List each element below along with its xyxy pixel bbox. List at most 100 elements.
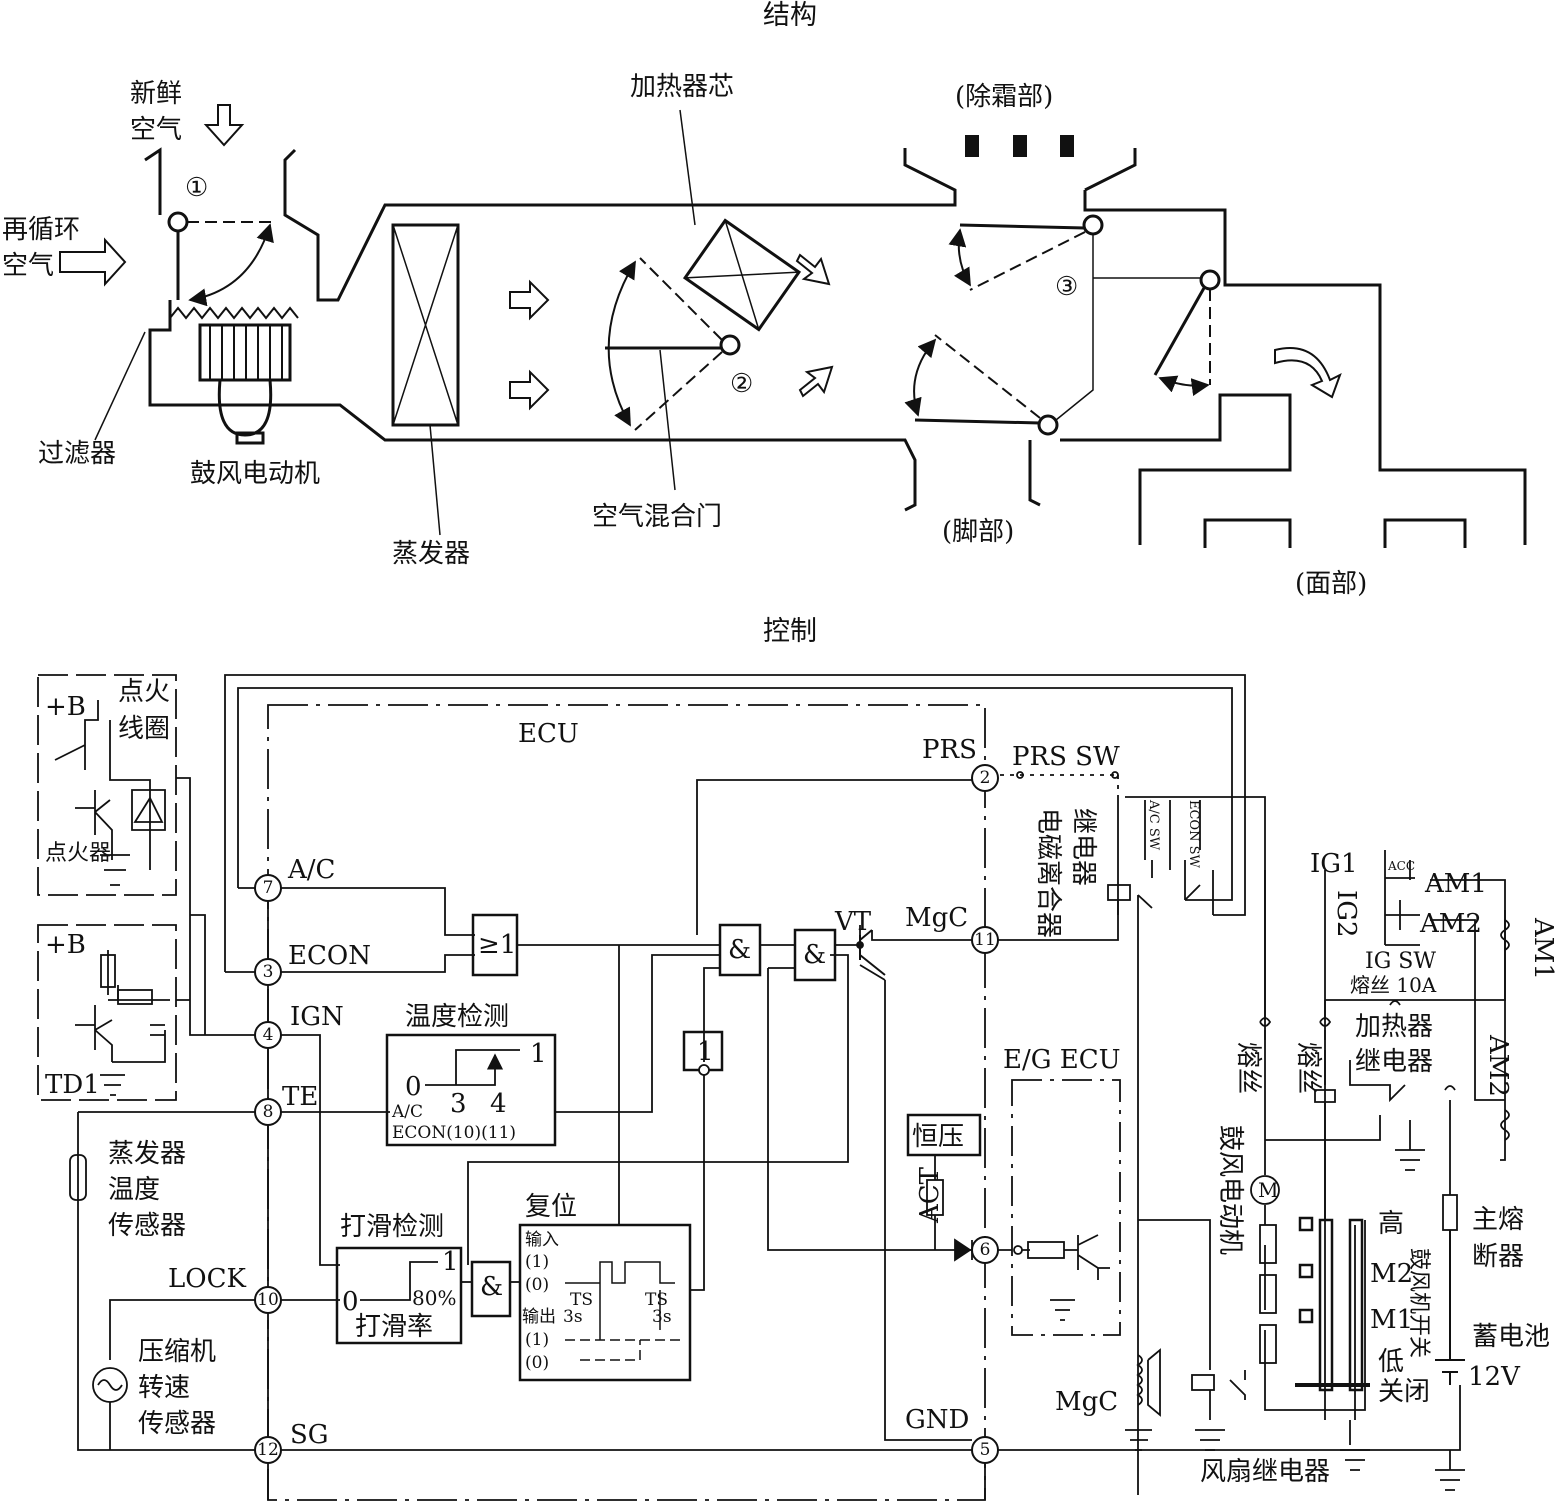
- pin-6: [971, 1236, 999, 1264]
- clutch-relay-label-1: 电磁离合器: [1033, 808, 1063, 938]
- temp-detect-econ: ECON(10)(11): [392, 1123, 516, 1143]
- pin-12: [254, 1436, 282, 1464]
- fan-relay-label: 风扇继电器: [1200, 1457, 1330, 1487]
- evap-sensor-label-1: 蒸发器: [108, 1139, 186, 1169]
- pin-11-number: 11: [974, 930, 996, 950]
- blower-motor-ctrl-label: 鼓风电动机: [1215, 1125, 1245, 1255]
- reset-ts-1: TS: [570, 1290, 593, 1310]
- ig-sw-label: IG SW: [1365, 949, 1436, 974]
- mgc-coil-label: MgC: [1055, 1387, 1118, 1417]
- reset-in1: (1): [525, 1252, 549, 1272]
- evap-sensor-label-2: 温度: [108, 1175, 160, 1205]
- doors-and-flow: [59, 104, 1342, 536]
- comp-sensor-label-3: 传感器: [138, 1409, 216, 1439]
- ign-label: IGN: [290, 1002, 344, 1032]
- temp-detect-zero: 0: [405, 1072, 422, 1102]
- const-voltage-label: 恒压: [912, 1122, 964, 1152]
- evaporator-label: 蒸发器: [392, 539, 470, 569]
- door-2-number: ②: [730, 369, 753, 399]
- pin-8: [254, 1098, 282, 1126]
- reset-box: [518, 1223, 692, 1382]
- defrost-right-wall: [1084, 148, 1137, 192]
- defrost-label: (除霜部): [955, 82, 1053, 112]
- and-gate-1-label: &: [728, 935, 751, 965]
- face-outlet-2: [1383, 518, 1467, 548]
- ignition-coil-label-1: 点火: [118, 677, 170, 707]
- defrost-vent-2: [1013, 135, 1027, 157]
- slip-detect-zero: 0: [342, 1287, 359, 1317]
- gnd-label: GND: [905, 1405, 969, 1435]
- face-label: (面部): [1295, 569, 1367, 599]
- fuse-b-label: 熔丝: [1293, 1042, 1323, 1094]
- econ-sw-label: ECON SW: [1186, 800, 1201, 869]
- reset-in0: (0): [525, 1275, 549, 1295]
- am1-fuse-label: AM1: [1528, 917, 1558, 980]
- fan-relay-coil: [1191, 1374, 1215, 1391]
- or-gate: [471, 913, 519, 977]
- pin-7-number: 7: [263, 878, 274, 898]
- pin-11: [971, 926, 999, 954]
- td1-plus-b: +B: [45, 930, 86, 960]
- ignition-plus-b: +B: [45, 692, 86, 722]
- fresh-air-label-2: 空气: [130, 115, 182, 145]
- main-fuse: [1442, 1194, 1458, 1231]
- reset-output: 输出: [522, 1307, 556, 1327]
- act-resistor: [926, 1179, 944, 1216]
- blower-motor-body: [217, 379, 273, 437]
- foot-label: (脚部): [942, 517, 1014, 547]
- clutch-relay-label-2: 继电器: [1068, 808, 1098, 886]
- fresh-air-label-1: 新鲜: [130, 79, 182, 109]
- defrost-vent-1: [965, 135, 979, 157]
- ecu-pins: [254, 764, 999, 1464]
- temp-detect-box: [385, 1033, 557, 1147]
- door-3a-pivot: [1082, 214, 1104, 236]
- prs-sw-label: PRS SW: [1012, 742, 1120, 772]
- speed-off: 关闭: [1378, 1377, 1430, 1407]
- pin-3-number: 3: [263, 962, 274, 982]
- ac-sw-label: A/C SW: [1146, 799, 1161, 851]
- battery-label-1: 蓄电池: [1472, 1322, 1550, 1352]
- slip-detect-one: 1: [442, 1247, 459, 1277]
- blower-switch-label: 鼓风机开关: [1406, 1248, 1431, 1358]
- air-mix-door-label: 空气混合门: [592, 502, 722, 532]
- door-2-pivot: [719, 334, 741, 356]
- control-wiring: [37, 674, 1510, 1501]
- recirc-air-label-2: 空气: [2, 251, 54, 281]
- pin-5-number: 5: [980, 1440, 991, 1460]
- temp-detect-ac: A/C: [391, 1102, 423, 1122]
- td1-box: [37, 924, 177, 1101]
- door-1-pivot: [167, 211, 189, 233]
- right-duct-wall: [1083, 190, 1527, 545]
- speed-m1: M1: [1370, 1305, 1413, 1335]
- battery-label-2: 12V: [1468, 1362, 1521, 1392]
- heater-core-label: 加热器芯: [630, 72, 734, 102]
- eg-ecu-box: [1011, 1079, 1121, 1336]
- lock-label: LOCK: [168, 1264, 246, 1294]
- slip-detect-pct: 80%: [412, 1286, 456, 1310]
- evap-sensor-label-3: 传感器: [108, 1211, 186, 1241]
- ecu-label: ECU: [518, 719, 579, 749]
- td1-label: TD1: [45, 1070, 100, 1100]
- blower-motor-symbol: [1250, 1175, 1280, 1205]
- not-gate-label: 1: [697, 1037, 714, 1067]
- and-gate-2-label: &: [803, 940, 826, 970]
- structure-section-title: 结构: [763, 0, 817, 31]
- temp-detect-t4: 4: [490, 1089, 507, 1119]
- pin-12-number: 12: [257, 1440, 279, 1460]
- face-left-wall: [1060, 393, 1292, 545]
- fuse-a-label: 熔丝: [1233, 1042, 1263, 1094]
- speed-hi: 高: [1378, 1209, 1404, 1239]
- ig1-label: IG1: [1310, 849, 1358, 879]
- am2-fuse-label: AM2: [1483, 1034, 1513, 1097]
- air-duct-structure: [144, 147, 1527, 548]
- and-gate-1: [718, 923, 762, 977]
- act-label: ACT: [915, 1166, 945, 1224]
- slip-detect-rate: 打滑率: [355, 1312, 433, 1342]
- lower-duct-wall: [148, 300, 917, 512]
- pin-7: [254, 874, 282, 902]
- econ-label: ECON: [288, 941, 371, 971]
- vt-label: VT: [834, 907, 872, 937]
- ig2-label: IG2: [1331, 890, 1361, 938]
- te-label: TE: [282, 1082, 318, 1112]
- pin-2-number: 2: [980, 768, 991, 788]
